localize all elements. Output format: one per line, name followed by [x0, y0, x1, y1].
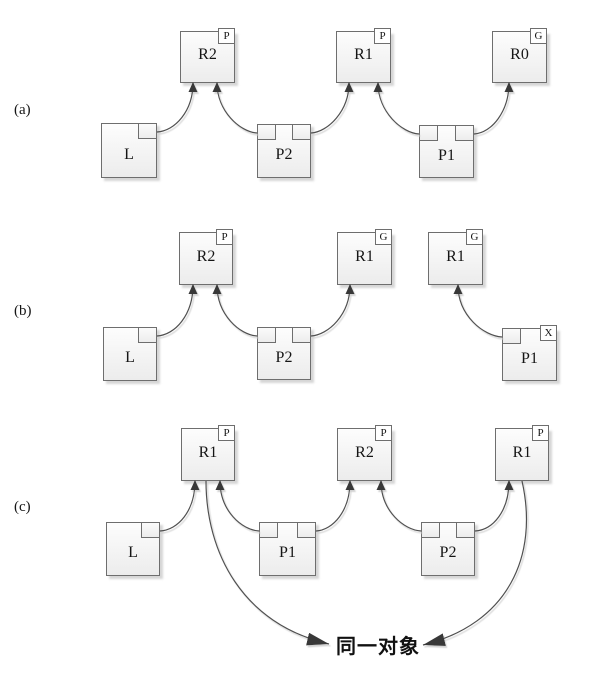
box-label: L — [125, 349, 135, 366]
pointer-slot — [257, 327, 276, 343]
object-box-r1-right-c: R1 P — [495, 425, 549, 481]
pointer-slot — [297, 522, 316, 538]
box-label: P1 — [279, 544, 296, 561]
object-box-r1-left-c: R1 P — [181, 425, 235, 481]
corner-tag: P — [375, 425, 392, 441]
row-label-b: (b) — [14, 303, 32, 319]
arrow-p1s1-to-r1-c — [215, 480, 260, 532]
box-label: R1 — [354, 46, 373, 63]
box-label: R2 — [196, 247, 216, 265]
pointer-slot — [259, 522, 278, 538]
corner-tag: P — [218, 425, 235, 441]
box-label: P1 — [521, 349, 538, 367]
corner-tag: P — [374, 28, 391, 44]
object-box-r2-b: R2 P — [179, 229, 233, 285]
pointer-box-p2-c: P2 — [421, 522, 475, 576]
arrow-l-to-r2-b — [156, 284, 198, 337]
corner-tag: P — [218, 28, 235, 44]
pointer-slot — [138, 327, 157, 343]
pointer-slot — [141, 522, 160, 538]
pointer-slot — [138, 123, 157, 139]
box-label: R2 — [198, 46, 217, 63]
box-label: R1 — [512, 443, 532, 461]
object-box-r2-c: R2 P — [337, 425, 392, 481]
local-box-l-c: L — [106, 522, 160, 576]
arrow-p2s2-to-r1-c — [474, 480, 514, 532]
arrow-p1s2-to-r2-c — [315, 480, 355, 532]
box-label: P2 — [275, 348, 293, 366]
pointer-slot — [292, 327, 311, 343]
arrow-p2s1-to-r2-a — [212, 82, 258, 134]
local-box-l-b: L — [103, 327, 157, 381]
box-label: P1 — [438, 146, 455, 164]
object-box-r1-a: R1 P — [336, 28, 391, 83]
box-label: P2 — [439, 544, 457, 561]
pointer-box-p2-b: P2 — [257, 327, 311, 380]
arrow-l-to-r2-a — [156, 82, 198, 133]
arrow-p2s2-to-r1-a — [310, 82, 354, 134]
corner-tag: G — [375, 229, 392, 245]
box-label: R1 — [198, 443, 218, 461]
same-object-annotation: 同一对象 — [336, 634, 420, 658]
arrow-p2s2-to-r1-b — [310, 284, 355, 337]
corner-tag: X — [540, 325, 557, 341]
pointer-box-p1-a: P1 — [419, 125, 474, 178]
local-box-l-a: L — [101, 123, 157, 178]
corner-tag: P — [532, 425, 549, 441]
pointer-box-p1-c: P1 — [259, 522, 316, 576]
object-box-r1-left-b: R1 G — [337, 229, 392, 285]
box-label: R2 — [355, 443, 374, 461]
box-label: P2 — [275, 146, 293, 163]
box-label: R1 — [446, 247, 465, 265]
corner-tag: G — [466, 229, 483, 245]
object-box-r1-right-b: R1 G — [428, 229, 483, 285]
pointer-slot — [502, 328, 521, 344]
pointer-box-p1-b: X P1 — [502, 325, 557, 381]
box-label: R0 — [510, 46, 529, 63]
corner-tag: P — [216, 229, 233, 245]
arrow-p1s1-to-r1-b — [453, 284, 503, 338]
object-box-r2-a: R2 P — [180, 28, 235, 83]
arrow-l-to-r1-c — [159, 480, 200, 532]
box-label: R1 — [355, 247, 374, 265]
pointer-slot — [456, 522, 475, 538]
pointer-slot — [419, 125, 438, 141]
pointer-slot — [292, 124, 311, 140]
arrow-p1s2-to-r0-a — [473, 82, 514, 135]
row-label-c: (c) — [14, 499, 31, 515]
box-label: L — [124, 145, 134, 163]
arrow-p2s1-to-r2-c — [376, 480, 422, 532]
arrow-p2s1-to-r2-b — [212, 284, 258, 337]
object-box-r0-a: R0 G — [492, 28, 547, 83]
row-label-a: (a) — [14, 102, 31, 118]
arrow-p1s1-to-r1-a — [373, 82, 420, 135]
box-label: L — [128, 544, 138, 561]
pointer-box-p2-a: P2 — [257, 124, 311, 178]
pointer-slot — [257, 124, 276, 140]
pointer-slot — [455, 125, 474, 141]
corner-tag: G — [530, 28, 547, 44]
pointer-slot — [421, 522, 440, 538]
